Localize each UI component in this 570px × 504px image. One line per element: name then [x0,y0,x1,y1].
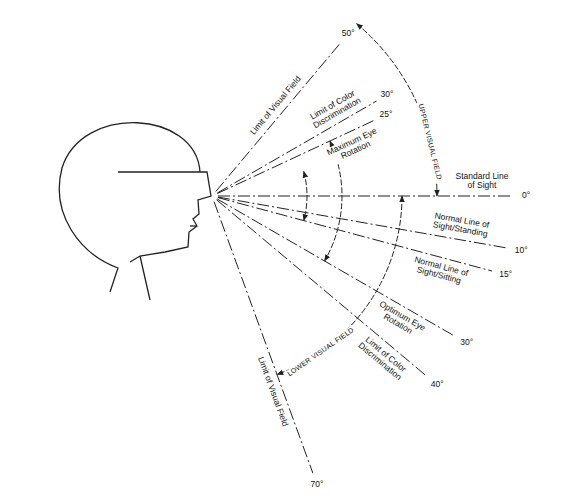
sight-line [214,202,313,474]
angle-value: 25° [378,110,395,119]
sight-lines [214,43,512,473]
angle-value: 30° [458,338,475,347]
head-outline [59,123,211,300]
field-label: LOWER VISUAL FIELD [285,325,358,379]
sight-line [218,197,508,248]
sight-line [218,198,492,272]
angle-value: 0° [520,191,532,200]
line-label: Normal Line of Sight/Standing [418,209,504,242]
angle-value: 40° [429,380,446,389]
line-label: Standard Line of Sight [450,172,514,191]
face-profile [118,172,211,300]
angle-value: 30° [379,90,396,99]
angle-value: 50° [340,29,357,38]
angle-value: 70° [309,480,326,489]
line-label: Limit of Visual Field [247,73,304,138]
angle-value: 15° [497,270,514,279]
inner-arc [304,171,307,220]
mouth-line [190,225,197,226]
line-label: Optimum Eye Rotation [367,297,432,345]
line-label: Limit of Color Discrimination [297,82,372,136]
skull-line [59,123,200,292]
line-label: Limit of Visual Field [255,354,290,430]
sight-line [218,196,512,197]
angle-value: 10° [513,246,530,255]
field-label: UPPER VISUAL FIELD [417,101,444,182]
line-label: Normal Line of Sight/Sitting [397,252,483,292]
line-label: Maximum Eye Rotation [321,124,387,168]
